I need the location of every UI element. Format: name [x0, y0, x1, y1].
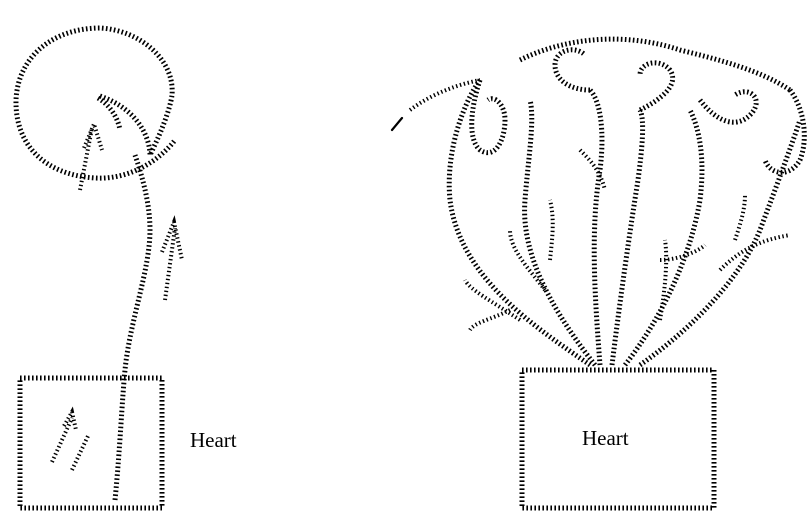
left-box-up-arrow — [52, 412, 88, 470]
right-branching-vessels — [449, 39, 804, 365]
left-single-vessel — [115, 155, 150, 500]
left-vessel-arrow — [162, 222, 182, 300]
right-left-tick — [392, 118, 402, 130]
left-spiral — [16, 28, 175, 178]
left-panel-figure — [16, 28, 182, 508]
left-heart-label: Heart — [190, 430, 237, 451]
left-spiral-arrow — [80, 124, 102, 190]
right-heart-label: Heart — [582, 428, 629, 449]
left-heart-box — [20, 378, 162, 508]
